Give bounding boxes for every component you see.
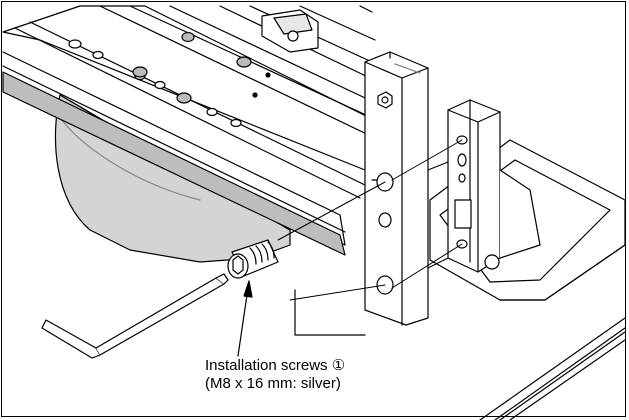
callout-line-1: Installation screws ① [205, 357, 346, 374]
callout-line-2: (M8 x 16 mm: silver) [205, 375, 341, 392]
mount-bracket [447, 99, 541, 273]
vertical-bar [364, 51, 429, 326]
hex-wrench [41, 273, 229, 359]
rail-holes [68, 31, 271, 128]
guide-outline [294, 289, 366, 336]
callout-arrow [237, 280, 253, 357]
screw [227, 239, 279, 279]
baseboard-edges [479, 317, 626, 420]
screw-callout: Installation screws ① (M8 x 16 mm: silve… [205, 357, 345, 393]
alignment-lines [277, 139, 463, 301]
rail-underside [2, 71, 346, 256]
